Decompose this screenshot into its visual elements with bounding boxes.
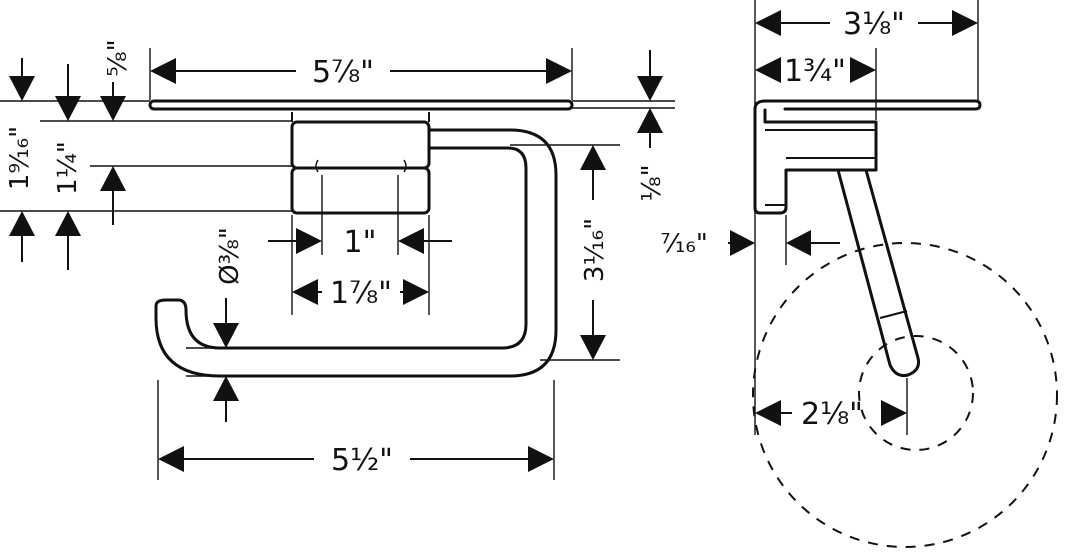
dim-rod-diameter: Ø⅜" (215, 227, 245, 285)
shelf-plate (148, 99, 574, 111)
dim-shelf-offset: ⁵⁄₈" (103, 39, 133, 76)
dim-total-depth: 3⅛" (843, 7, 905, 42)
dim-arm-height: 3¹⁄₁₆" (580, 218, 610, 282)
mount-block-upper (290, 120, 431, 170)
front-view: 5⁷⁄₈" 5½" 1⁹⁄₁₆" 1¼" ⁵⁄₈" 1" 1 (0, 39, 675, 480)
dim-slot-width: 1" (344, 225, 377, 260)
dim-roll-center: 2⅛" (801, 397, 863, 432)
dim-shelf-width: 5⁷⁄₈" (312, 55, 374, 90)
mount-block-lower (290, 166, 431, 215)
dim-total-width: 5½" (331, 443, 393, 478)
dim-height-shelf: 1⁹⁄₁₆" (5, 126, 35, 190)
dim-shelf-thickness: ⅛" (637, 164, 667, 201)
roll-core-outline (858, 335, 974, 451)
side-view: 3⅛" 1¾" ⁷⁄₁₆" 2⅛" (660, 0, 1058, 548)
dim-mount-depth: 1¾" (784, 54, 846, 89)
side-arm (836, 168, 920, 377)
holder-arm (154, 128, 558, 378)
dim-mount-width: 1⁷⁄₈" (330, 276, 392, 311)
side-bracket (753, 99, 982, 111)
roll-outer-outline (752, 242, 1058, 548)
dim-height-center: 1¼" (53, 141, 83, 195)
dim-wall-gap: ⁷⁄₁₆" (660, 229, 708, 259)
